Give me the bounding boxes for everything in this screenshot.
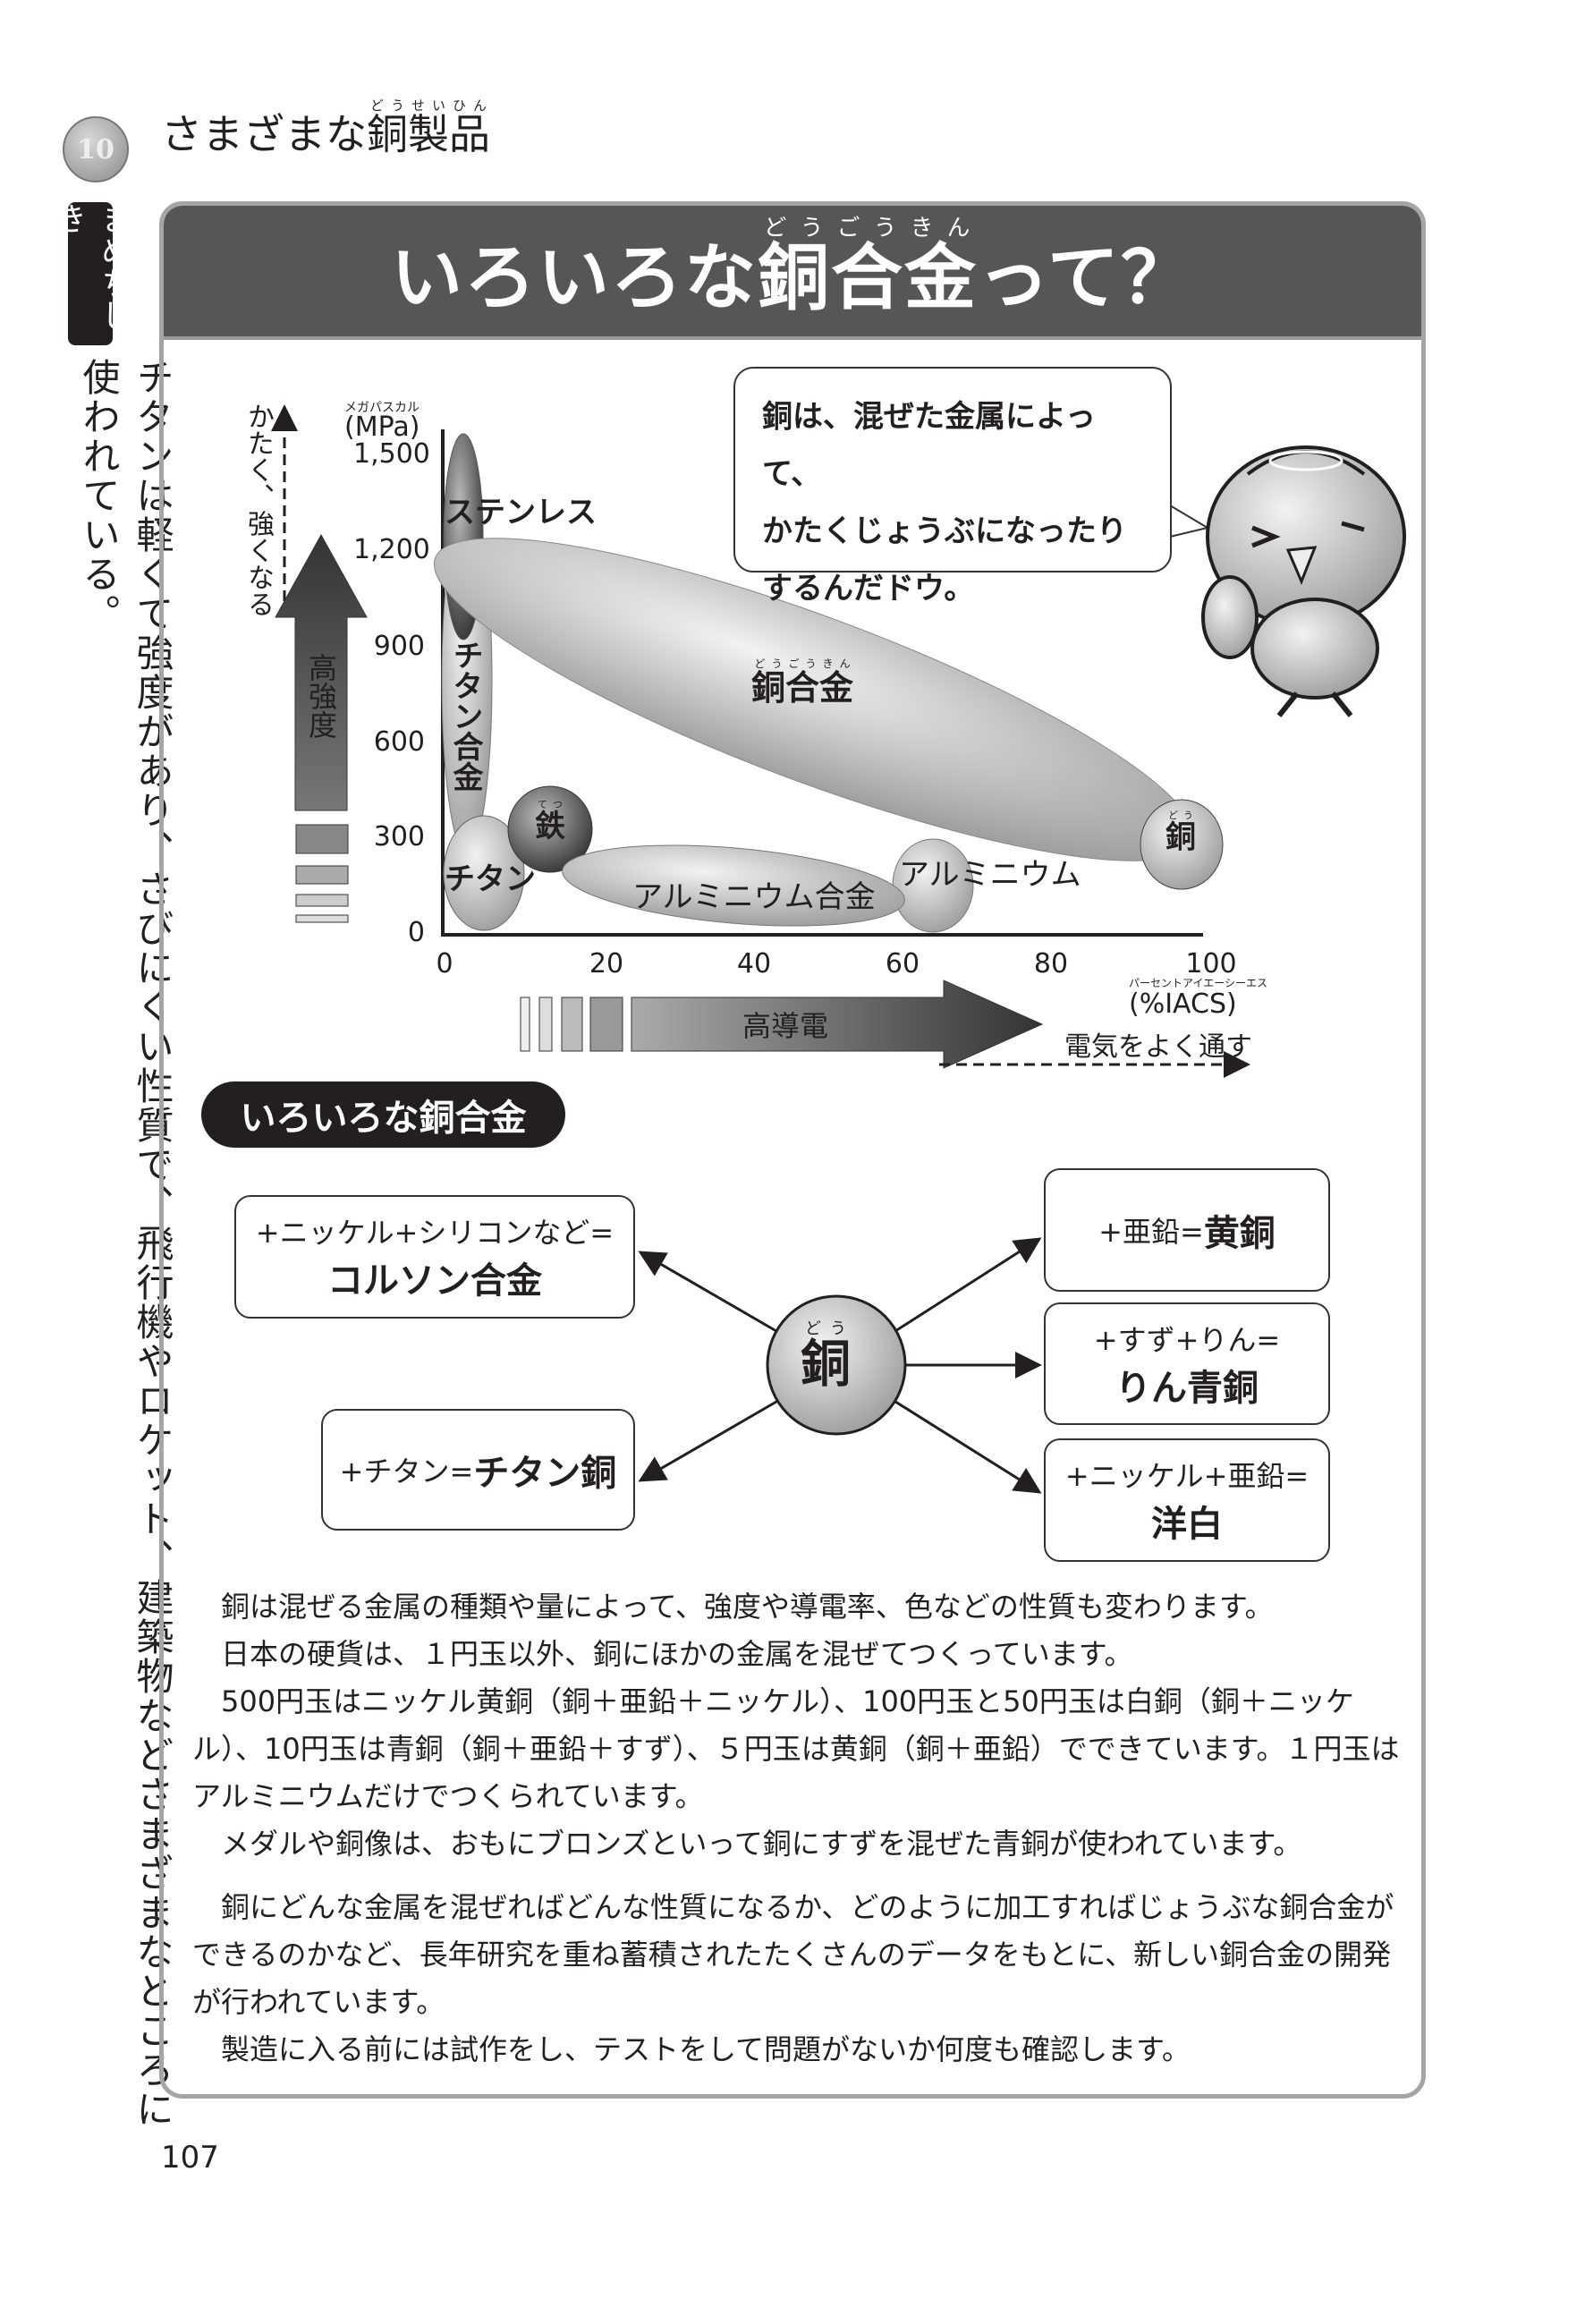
alloy-box-brass: +亜鉛=黄銅 (1044, 1168, 1330, 1292)
y-tick: 1,200 (353, 534, 430, 565)
label-iron: 鉄てつ (535, 799, 565, 844)
alloy-box-corson: +ニッケル+シリコンなど=コルソン合金 (234, 1195, 635, 1319)
x-tick: 40 (736, 948, 772, 980)
title-band: いろいろな銅合金どうごうきんって？ (164, 206, 1421, 340)
x-tick: 20 (589, 948, 624, 980)
y-unit: (MPa) (344, 411, 420, 443)
y-tick: 1,500 (353, 438, 430, 470)
x-direction-label: 電気をよく通す (1064, 1031, 1252, 1063)
alloy-box-titanium-copper: +チタン=チタン銅 (321, 1409, 635, 1531)
strength-arrow-label: 高強度 (304, 653, 338, 739)
section-pill: いろいろな銅合金 (201, 1081, 565, 1148)
x-unit: (%IACS) (1129, 988, 1237, 1020)
copper-center-circle (766, 1294, 907, 1436)
coin-10yen-icon: 10 (63, 116, 129, 182)
strength-arrow (275, 533, 368, 811)
label-titanium-alloy: チタン合金 (447, 640, 483, 792)
speech-bubble: 銅は、混ぜた金属によって、 かたくじょうぶになったり するんだドウ。 (733, 367, 1172, 606)
page-number: 107 (161, 2140, 219, 2176)
main-panel: いろいろな銅合金どうごうきんって？ (159, 201, 1426, 2099)
label-titanium: チタン (445, 861, 536, 897)
y-tick: 900 (373, 631, 425, 662)
sidebar-note: チタンは軽くて強度があり、さびにくい性質で、飛行機やロケット、建築物などさまざま… (77, 358, 174, 2129)
body-text: 銅は混ぜる金属の種類や量によって、強度や導電率、色などの性質も変わります。 日本… (192, 1590, 1400, 2066)
y-direction-label: かたく、強くなる (242, 403, 274, 617)
label-copper: 銅どう (1165, 810, 1196, 855)
aluminum-alloy-region (562, 844, 905, 927)
character-mascot (1201, 445, 1406, 717)
x-tick: 60 (885, 948, 920, 980)
y-tick: 0 (407, 917, 425, 948)
x-tick: 100 (1185, 948, 1237, 980)
y-tick: 300 (373, 821, 425, 852)
label-stainless: ステンレス (445, 495, 597, 530)
alloy-box-phosphor-bronze: +すず+りん=りん青銅 (1044, 1302, 1330, 1425)
label-aluminum: アルミニウム (899, 857, 1081, 893)
diagram-center-label: 銅どう (801, 1319, 851, 1394)
x-tick: 0 (436, 948, 453, 980)
x-tick: 80 (1033, 948, 1069, 980)
iron-region (507, 785, 593, 873)
y-tick: 600 (373, 726, 425, 758)
section-header: さまざまな銅製品どうせいひん (161, 98, 490, 158)
copper-region (1140, 799, 1224, 890)
page-title: いろいろな銅合金どうごうきんって？ (391, 215, 1194, 319)
alloy-box-nickel-silver: +ニッケル+亜鉛=洋白 (1044, 1438, 1330, 1562)
conductivity-arrow (631, 980, 1044, 1069)
conductivity-arrow-label: 高導電 (742, 1009, 829, 1043)
label-aluminum-alloy: アルミニウム合金 (632, 879, 876, 915)
titanium-region (443, 815, 525, 931)
label-copper-alloy: 銅合金どうごうきん (751, 657, 854, 708)
